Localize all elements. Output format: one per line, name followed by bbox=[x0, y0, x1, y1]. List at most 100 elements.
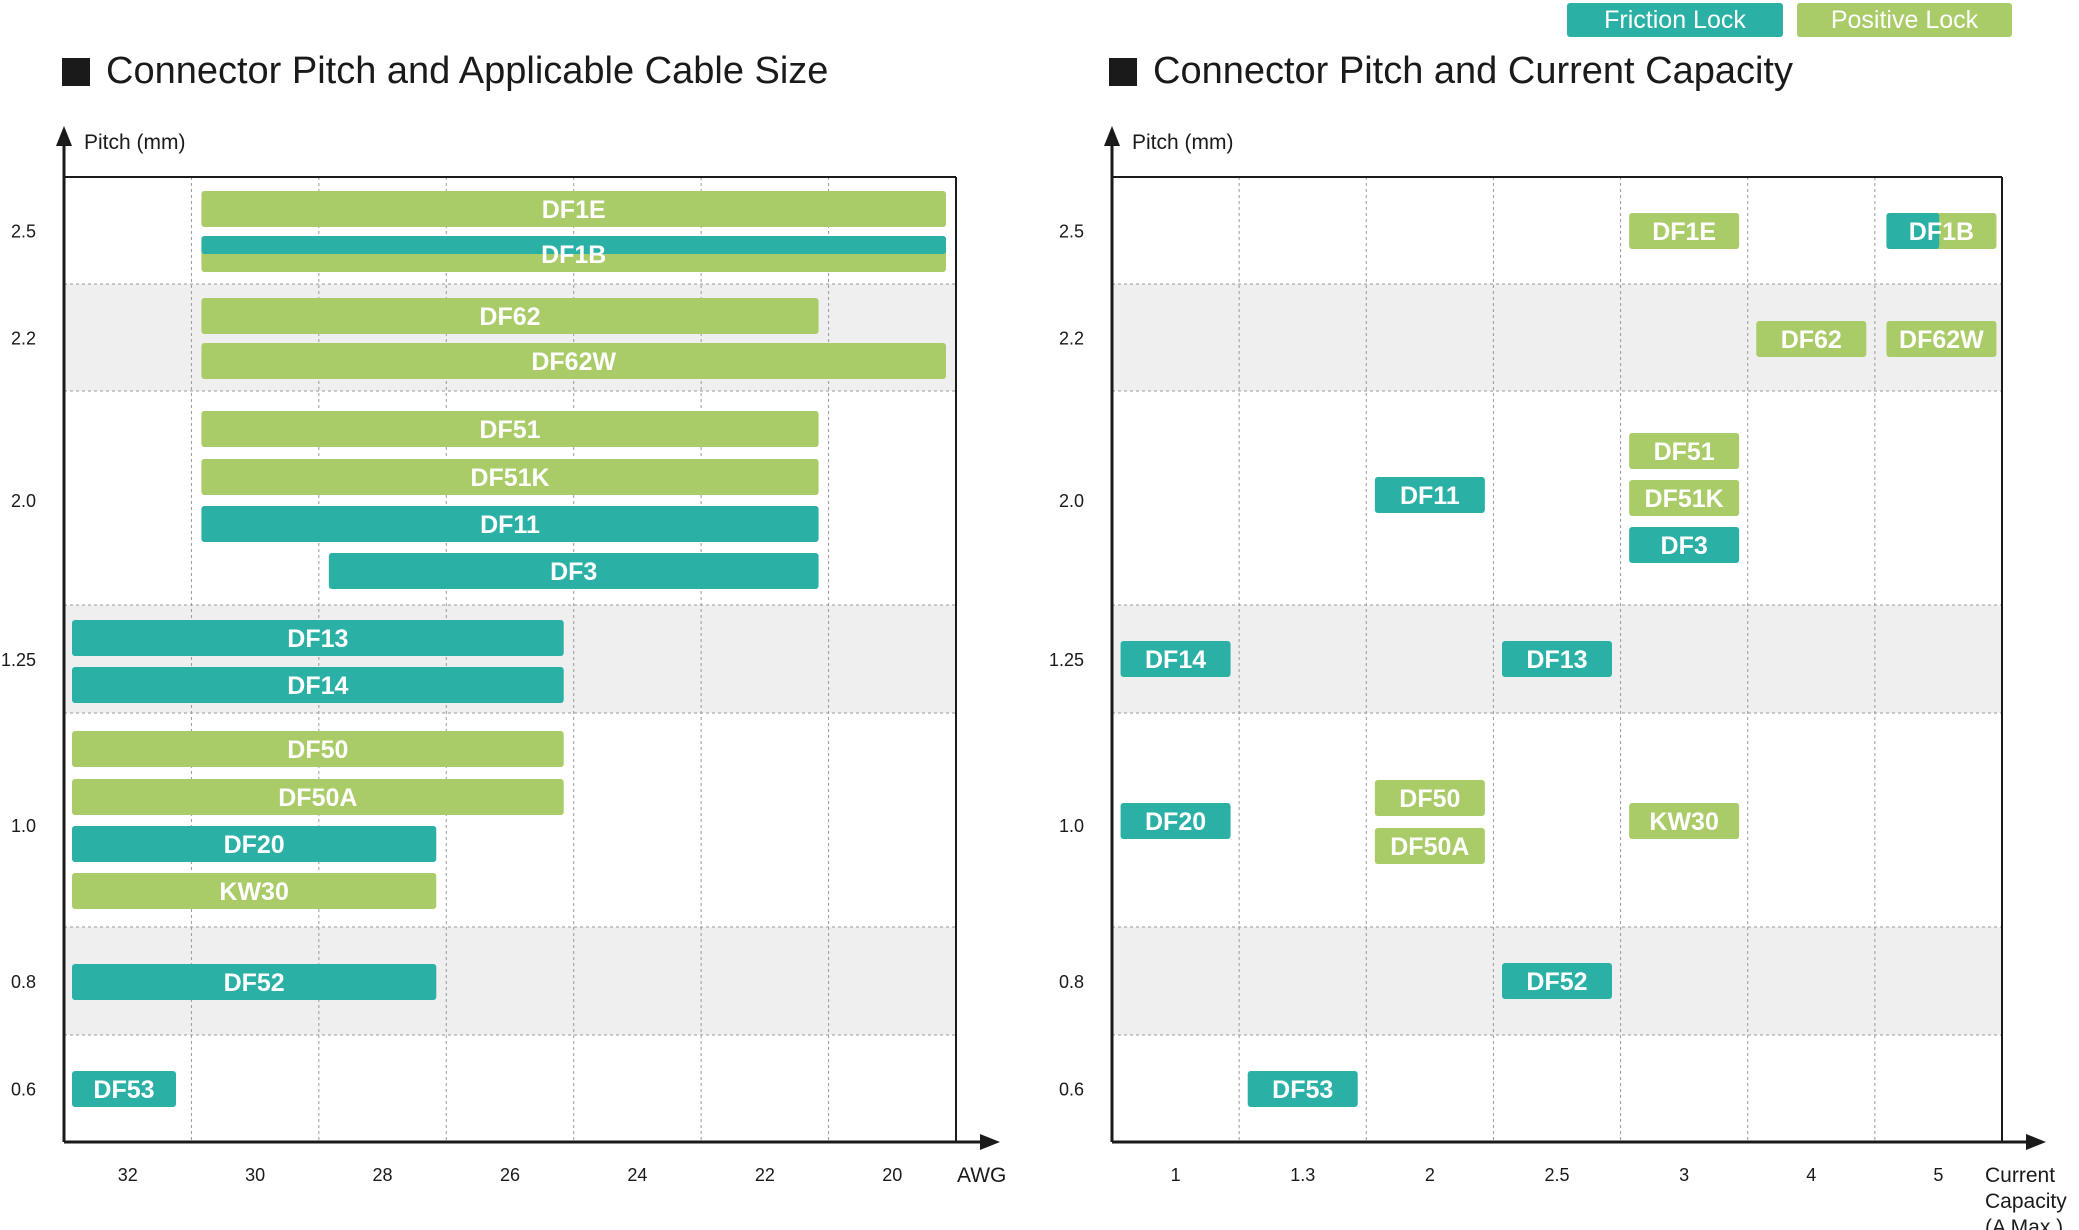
bar-label: DF51 bbox=[479, 416, 540, 444]
bar-df14: DF14 bbox=[72, 667, 564, 703]
point-rect bbox=[1629, 433, 1740, 469]
y-tick-label: 0.6 bbox=[11, 1080, 36, 1100]
point-df50a: DF50A bbox=[1374, 828, 1485, 864]
y-axis-arrow-icon bbox=[1104, 126, 1120, 146]
bar-label: DF11 bbox=[480, 511, 540, 539]
bar-label: DF53 bbox=[93, 1076, 154, 1104]
bar-df62: DF62 bbox=[201, 298, 819, 334]
bar-df1e: DF1E bbox=[201, 191, 946, 227]
point-label: DF62 bbox=[1781, 326, 1842, 354]
bar-kw30: KW30 bbox=[72, 873, 437, 909]
point-rect bbox=[1502, 641, 1612, 677]
bar-df3: DF3 bbox=[328, 553, 819, 589]
bar-df53: DF53 bbox=[72, 1071, 176, 1107]
point-label: DF20 bbox=[1145, 808, 1206, 836]
x-tick-label: 3 bbox=[1679, 1165, 1689, 1185]
bar-label: DF50A bbox=[278, 784, 357, 812]
bar-rect bbox=[201, 506, 819, 542]
x-tick-label: 30 bbox=[245, 1165, 265, 1185]
point-label: DF51K bbox=[1645, 485, 1724, 513]
point-rect bbox=[1886, 321, 1997, 357]
point-kw30: KW30 bbox=[1629, 803, 1740, 839]
point-rect bbox=[1629, 527, 1740, 563]
x-axis-arrow-icon bbox=[980, 1134, 1000, 1150]
y-tick-label: 2.5 bbox=[1059, 222, 1084, 242]
point-df62: DF62 bbox=[1756, 321, 1867, 357]
bar-rect bbox=[201, 459, 819, 495]
point-df1e: DF1E bbox=[1629, 213, 1740, 249]
bar-label: DF62W bbox=[531, 348, 616, 376]
x-tick-label: 20 bbox=[882, 1165, 902, 1185]
point-friction-part bbox=[1886, 213, 1940, 249]
bar-rect bbox=[201, 191, 946, 227]
title-square-icon bbox=[1109, 58, 1137, 86]
point-rect bbox=[1374, 477, 1485, 513]
point-df52: DF52 bbox=[1502, 963, 1612, 999]
point-df53: DF53 bbox=[1247, 1071, 1358, 1107]
x-tick-label: 32 bbox=[118, 1165, 138, 1185]
bar-rect bbox=[328, 553, 819, 589]
x-axis-label: AWG bbox=[957, 1164, 1006, 1187]
y-axis-label: Pitch (mm) bbox=[1132, 131, 1234, 154]
x-tick-label: 2.5 bbox=[1544, 1165, 1569, 1185]
bar-df13: DF13 bbox=[72, 620, 564, 656]
bar-df11: DF11 bbox=[201, 506, 819, 542]
x-tick-label: 4 bbox=[1806, 1165, 1816, 1185]
bar-df51k: DF51K bbox=[201, 459, 819, 495]
x-tick-label: 1 bbox=[1171, 1165, 1181, 1185]
x-tick-label: 22 bbox=[755, 1165, 775, 1185]
title-square-icon bbox=[62, 58, 90, 86]
bar-label: DF13 bbox=[287, 625, 348, 653]
point-label: DF14 bbox=[1145, 646, 1206, 674]
bar-rect bbox=[72, 1071, 176, 1107]
point-label: DF50A bbox=[1390, 833, 1469, 861]
point-label: DF3 bbox=[1661, 532, 1708, 560]
point-rect bbox=[1629, 480, 1740, 516]
point-df20: DF20 bbox=[1120, 803, 1231, 839]
point-label: DF11 bbox=[1400, 482, 1460, 510]
point-label: DF53 bbox=[1272, 1076, 1333, 1104]
bar-label: DF3 bbox=[550, 558, 597, 586]
legend-friction-lock: Friction Lock bbox=[1567, 3, 1783, 37]
bar-label: DF50 bbox=[287, 736, 348, 764]
point-df62w: DF62W bbox=[1886, 321, 1997, 357]
chart-title-cable-size: Connector Pitch and Applicable Cable Siz… bbox=[62, 46, 828, 96]
bar-rect bbox=[72, 731, 564, 767]
y-tick-label: 0.6 bbox=[1059, 1080, 1084, 1100]
bar-df50: DF50 bbox=[72, 731, 564, 767]
y-tick-label: 0.8 bbox=[11, 972, 36, 992]
x-tick-label: 28 bbox=[373, 1165, 393, 1185]
bar-df62w: DF62W bbox=[201, 343, 946, 379]
point-label: DF1E bbox=[1652, 218, 1716, 246]
point-rect bbox=[1374, 828, 1485, 864]
bar-label: DF20 bbox=[224, 831, 285, 859]
bar-label: DF52 bbox=[224, 969, 285, 997]
x-axis-label-line: (A Max.) bbox=[1985, 1216, 2063, 1230]
bar-rect bbox=[72, 826, 437, 862]
point-rect bbox=[1629, 213, 1740, 249]
y-tick-label: 2.5 bbox=[11, 222, 36, 242]
bar-rect bbox=[72, 873, 437, 909]
y-tick-label: 1.0 bbox=[11, 816, 36, 836]
y-tick-label: 2.0 bbox=[1059, 491, 1084, 511]
point-df3: DF3 bbox=[1629, 527, 1740, 563]
point-label: DF1B bbox=[1909, 218, 1974, 246]
point-label: KW30 bbox=[1649, 808, 1718, 836]
legend-positive-lock: Positive Lock bbox=[1797, 3, 2012, 37]
bar-rect bbox=[72, 620, 564, 656]
bar-label: DF1E bbox=[542, 196, 606, 224]
y-axis-label: Pitch (mm) bbox=[84, 131, 186, 154]
x-tick-label: 26 bbox=[500, 1165, 520, 1185]
point-label: DF62W bbox=[1899, 326, 1984, 354]
x-axis-arrow-icon bbox=[2026, 1134, 2046, 1150]
bar-df50a: DF50A bbox=[72, 779, 564, 815]
y-axis-arrow-icon bbox=[56, 126, 72, 146]
point-rect bbox=[1756, 321, 1867, 357]
x-tick-label: 1.3 bbox=[1290, 1165, 1315, 1185]
x-tick-label: 24 bbox=[627, 1165, 647, 1185]
bar-df1b: DF1B bbox=[201, 236, 946, 272]
bar-rect bbox=[201, 343, 946, 379]
bar-label: DF62 bbox=[479, 303, 540, 331]
bar-rect bbox=[72, 779, 564, 815]
